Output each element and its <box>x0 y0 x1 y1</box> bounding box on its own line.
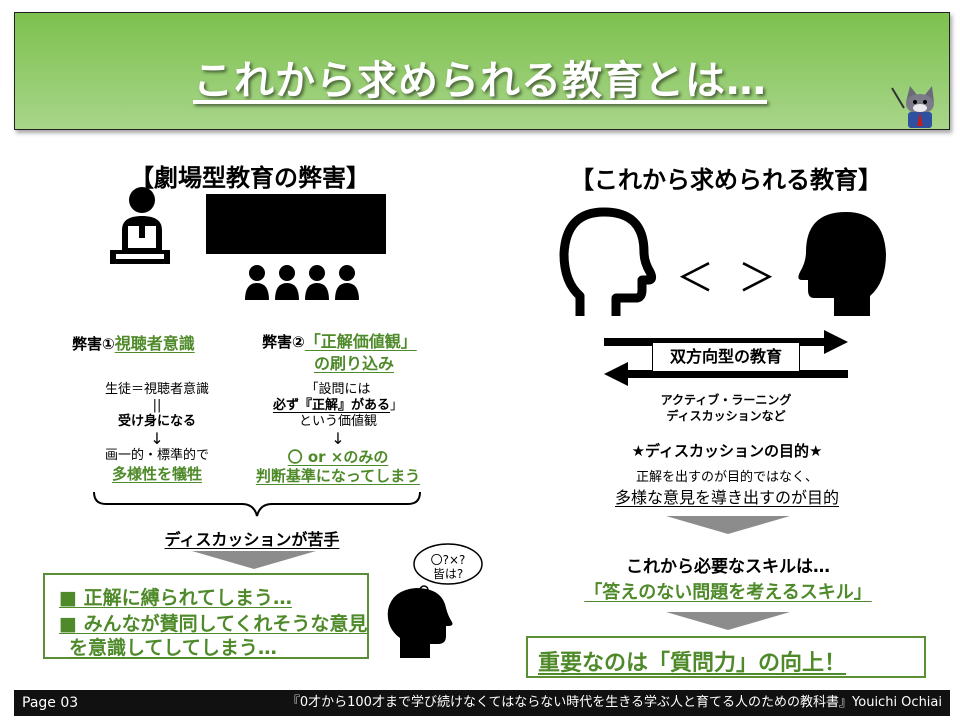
examples-line2: ディスカッションなど <box>666 409 786 423</box>
conclusion-box: 重要なのは「質問力」の向上！ <box>526 636 926 678</box>
box-line2: ■ みんなが賛同してくれそうな意見 <box>59 613 368 635</box>
harm1-label: 弊害①視聴者意識 <box>72 330 242 354</box>
brace-icon <box>93 491 421 517</box>
head-outline-icon <box>559 207 657 316</box>
flow1-line1: 生徒＝視聴者意識 <box>104 382 209 397</box>
harm2-main2: の刷り込み <box>314 354 395 373</box>
flow1-line6: 多様性を犠牲 <box>111 465 202 483</box>
box-line3: を意識してしてしまう… <box>69 637 277 659</box>
flow1-line2: || <box>152 398 162 413</box>
flow2-line1: 「設問には <box>305 382 371 397</box>
harm2-label: 弊害②「正解価値観」 <box>262 328 442 352</box>
thought-line1: 〇?×? <box>430 553 466 567</box>
weak-discussion-label: ディスカッションが苦手 <box>164 530 340 549</box>
harm2-main1: 「正解価値観」 <box>304 332 417 351</box>
mascot-icon <box>891 86 934 128</box>
flow1-line4: ↓ <box>150 429 164 448</box>
flow2-line2: 必ず『正解』がある」 <box>248 398 428 414</box>
flow1-line5: 画一的・標準的で <box>104 448 209 463</box>
right-header: 【これから求められる教育】 <box>570 166 882 194</box>
flow1: 生徒＝視聴者意識 || 受け身になる ↓ 画一的・標準的で 多様性を犠牲 <box>72 382 242 484</box>
harm1-main: 視聴者意識 <box>114 334 195 353</box>
page-number: Page 03 <box>22 695 79 711</box>
down-arrow-icon-3 <box>666 612 790 630</box>
skill-text: 「答えのない問題を考えるスキル」 <box>584 582 872 603</box>
flow2-line6: 判断基準になってしまう <box>255 467 421 485</box>
less-than-symbol: ＜ <box>676 256 715 300</box>
harm1-prefix: 弊害① <box>72 335 115 353</box>
flow2-line2-strong: 必ず『正解』がある <box>272 398 390 413</box>
teacher-icon <box>110 187 170 264</box>
title-banner <box>14 12 950 130</box>
harm2-prefix: 弊害② <box>262 333 305 351</box>
book-title: 『0才から100才まで学び続けなくてはならない時代を生きる学ぶ人と育てる人のため… <box>286 695 942 710</box>
head-solid-icon <box>798 212 886 316</box>
down-arrow-icon-2 <box>666 516 790 534</box>
flow2: 「設問には 必ず『正解』がある」 という価値観 ↓ 〇 or ×のみの 判断基準… <box>248 382 428 486</box>
footer-bar: Page 03 『0才から100才まで学び続けなくてはならない時代を生きる学ぶ人… <box>14 690 950 716</box>
flow2-line4: ↓ <box>331 429 345 448</box>
skill-title: これから必要なスキルは… <box>626 557 830 577</box>
greater-than-symbol: ＞ <box>738 256 777 300</box>
down-arrow-icon <box>192 551 316 569</box>
flow2-line3: という価値観 <box>298 414 377 429</box>
flow2-line2-end: 」 <box>390 398 404 413</box>
flow2-line5: 〇 or ×のみの <box>287 448 389 466</box>
purpose-line2: 多様な意見を導き出すのが目的 <box>614 488 839 507</box>
purpose-title: ★ディスカッションの目的★ <box>631 442 823 460</box>
page-title: これから求められる教育とは… <box>193 58 767 104</box>
purpose-line1: 正解を出すのが目的ではなく、 <box>635 470 818 485</box>
examples-line1: アクティブ・ラーニング <box>660 393 792 407</box>
thinking-head-icon <box>387 543 483 658</box>
conclusion-text: 重要なのは「質問力」の向上！ <box>538 651 847 676</box>
screen-icon <box>206 194 386 254</box>
thought-line2: 皆は? <box>432 567 464 581</box>
bidirectional-label: 双方向型の教育 <box>652 342 800 372</box>
left-header: 【劇場型教育の弊害】 <box>130 164 370 192</box>
audience-icon <box>245 265 359 300</box>
box-line1: ■ 正解に縛られてしまう… <box>59 587 292 609</box>
flow1-line3: 受け身になる <box>117 414 196 429</box>
consequence-box: ■ 正解に縛られてしまう… ■ みんなが賛同してくれそうな意見 を意識してしてし… <box>43 573 369 659</box>
